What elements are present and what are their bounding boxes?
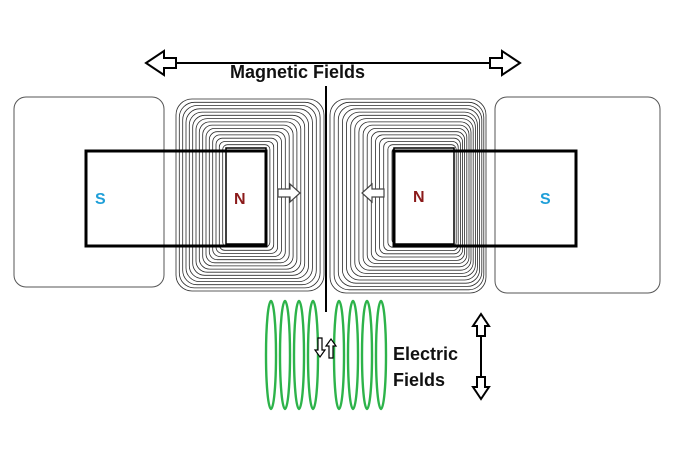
fields-label: Fields bbox=[393, 370, 446, 390]
field-line bbox=[192, 114, 306, 276]
right-n-pole-label: N bbox=[413, 189, 425, 206]
electric-loop bbox=[332, 299, 346, 411]
down-small-arrow-icon bbox=[313, 337, 327, 359]
field-line bbox=[218, 141, 275, 251]
right-pointing-small-arrow-icon bbox=[277, 182, 301, 204]
electric-loop bbox=[264, 299, 278, 411]
field-line bbox=[178, 101, 321, 289]
electric-loop bbox=[278, 299, 292, 411]
left-s-pole-label: S bbox=[95, 191, 106, 208]
electric-loop bbox=[306, 299, 320, 411]
field-line bbox=[182, 105, 317, 286]
right-outer-box bbox=[494, 96, 661, 294]
top-double-arrow-icon bbox=[144, 49, 522, 77]
field-line bbox=[333, 101, 485, 291]
field-line bbox=[188, 111, 309, 279]
electric-loop bbox=[346, 299, 360, 411]
left-bar-magnet bbox=[84, 149, 268, 248]
field-line bbox=[341, 108, 480, 284]
field-line bbox=[329, 98, 487, 294]
right-bar-magnet bbox=[392, 149, 578, 248]
electric-field-loops bbox=[264, 299, 388, 411]
left-pointing-small-arrow-icon bbox=[361, 182, 385, 204]
electric-loop bbox=[292, 299, 306, 411]
field-line bbox=[337, 105, 483, 287]
left-n-pole-label: N bbox=[234, 191, 246, 208]
field-line bbox=[346, 111, 478, 281]
magnetic-fields-label: Magnetic Fields bbox=[230, 62, 366, 82]
electric-loop bbox=[360, 299, 374, 411]
right-n-pole-box bbox=[393, 147, 455, 245]
field-line bbox=[362, 124, 470, 268]
right-s-pole-label: S bbox=[540, 191, 551, 208]
field-line bbox=[195, 118, 302, 273]
vertical-double-arrow-icon bbox=[471, 312, 491, 401]
field-line bbox=[350, 114, 476, 278]
left-outer-box bbox=[13, 96, 165, 288]
field-line bbox=[358, 121, 472, 271]
electric-label: Electric bbox=[393, 344, 459, 364]
field-line bbox=[175, 98, 325, 292]
electric-loop bbox=[374, 299, 388, 411]
field-line bbox=[185, 108, 313, 283]
up-small-arrow-icon bbox=[324, 337, 338, 359]
field-line bbox=[354, 118, 474, 274]
left-n-pole-box bbox=[225, 147, 267, 245]
